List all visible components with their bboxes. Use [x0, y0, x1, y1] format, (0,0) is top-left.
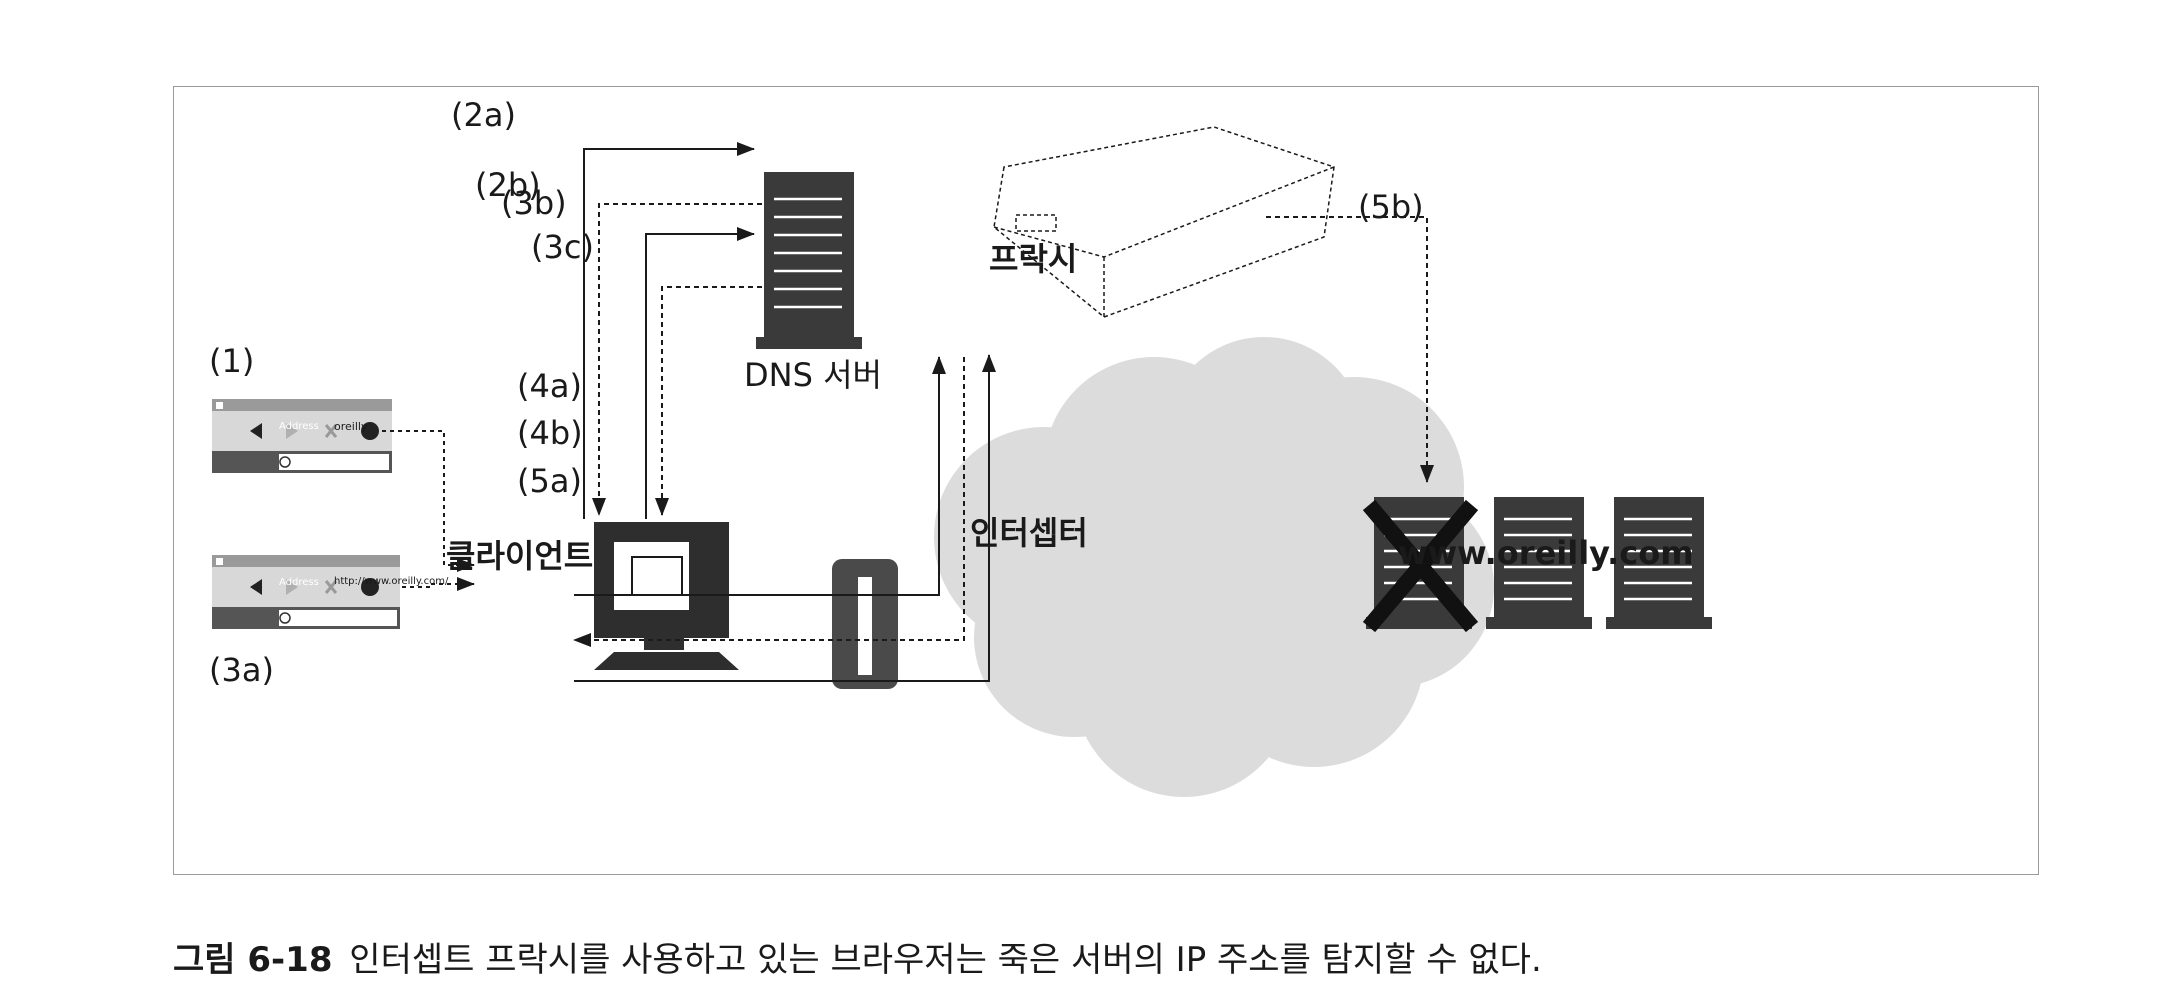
reload-icon [361, 578, 379, 596]
forward-arrow-icon [286, 579, 298, 595]
label-intercepter: 인터셉터 [970, 514, 1088, 552]
caption-text: 인터셉트 프락시를 사용하고 있는 브라우저는 죽은 서버의 IP 주소를 탐지… [349, 940, 1542, 980]
label-client: 클라이언트 [446, 537, 594, 575]
arrow-5b [1266, 216, 1434, 483]
label-step-3a: (3a) [209, 651, 274, 689]
label-proxy: 프락시 [989, 240, 1078, 278]
web-server-2-icon [1486, 497, 1592, 629]
forward-arrow-icon [286, 423, 298, 439]
browser-window-1 [212, 399, 392, 473]
proxy-icon [993, 126, 1335, 318]
arrow-3c [655, 286, 762, 516]
back-arrow-icon [250, 579, 262, 595]
label-step-4b: (4b) [517, 414, 583, 452]
web-server-3-icon [1606, 497, 1712, 629]
arrow-1 [382, 430, 475, 572]
browser-window-2 [212, 555, 400, 629]
label-step-2b: (2b) [475, 166, 541, 204]
back-arrow-icon [250, 423, 262, 439]
figure-number: 그림 6-18 [173, 940, 333, 980]
browser-2-address-label: Address [279, 577, 319, 588]
internet-cloud [934, 337, 1494, 797]
label-step-5b: (5b) [1358, 188, 1424, 226]
dead-server-x-icon [1362, 499, 1479, 633]
label-step-3b: (3b) [501, 184, 567, 222]
web-server-1-icon [1362, 497, 1479, 633]
browser-2-url: http://www.oreilly.com/ [334, 576, 449, 587]
label-website: www.oreilly.com [1398, 534, 1694, 572]
label-dns-server: DNS 서버 [744, 356, 882, 394]
arrow-2a [583, 142, 755, 519]
label-step-5a: (5a) [517, 462, 582, 500]
arrow-4a [574, 356, 946, 596]
browser-1-url: oreilly [334, 420, 368, 433]
figure-caption: 그림 6-18 인터셉트 프락시를 사용하고 있는 브라우저는 죽은 서버의 I… [173, 932, 1542, 981]
stop-icon [324, 424, 338, 438]
arrow-2b [592, 203, 762, 516]
reload-icon [361, 422, 379, 440]
dns-server-icon [756, 172, 862, 349]
label-step-4a: (4a) [517, 367, 582, 405]
stop-icon [324, 580, 338, 594]
label-step-1: (1) [209, 342, 255, 380]
browser-1-address-label: Address [279, 421, 319, 432]
arrow-3b [645, 227, 755, 519]
arrow-5a [574, 354, 996, 682]
label-step-2a: (2a) [451, 96, 516, 134]
client-computer-icon [594, 522, 739, 670]
figure-frame: (2a) (2b) (3b) (3c) DNS 서버 프락시 (5b) (1) … [173, 86, 2039, 875]
label-step-3c: (3c) [531, 228, 594, 266]
intercepter-icon [832, 559, 898, 689]
arrow-4b [573, 357, 965, 647]
network-diagram [212, 126, 1712, 797]
